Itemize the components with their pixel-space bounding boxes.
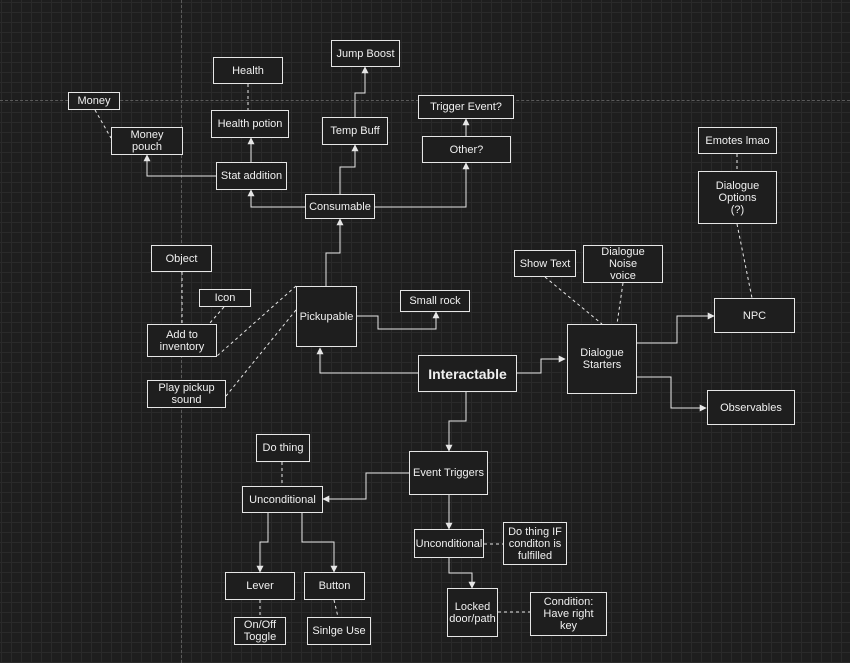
- node-dialogue-starters-label: Dialogue Starters: [580, 347, 624, 371]
- node-pickupable[interactable]: Pickupable: [296, 286, 357, 347]
- node-dialogue-options-label: Dialogue Options (?): [715, 179, 760, 216]
- edge-events-uncond-left: [322, 472, 409, 503]
- node-small-rock-label: Small rock: [409, 295, 461, 307]
- dashed-showtext: [544, 276, 603, 325]
- node-object[interactable]: Object: [151, 245, 212, 272]
- node-emotes-label: Emotes lmao: [705, 134, 770, 147]
- node-temp-buff[interactable]: Temp Buff: [322, 117, 388, 145]
- node-event-triggers-label: Event Triggers: [413, 467, 484, 479]
- edge-pickupable-rock: [357, 311, 440, 330]
- node-show-text-label: Show Text: [519, 257, 571, 270]
- node-npc[interactable]: NPC: [714, 298, 795, 333]
- node-stat-addition[interactable]: Stat addition: [216, 162, 287, 190]
- node-add-to-inventory[interactable]: Add to inventory: [147, 324, 217, 357]
- edge-tempbuff-jump: [354, 66, 369, 117]
- node-money[interactable]: Money: [68, 92, 120, 110]
- node-observables[interactable]: Observables: [707, 390, 795, 425]
- node-consumable-label: Consumable: [309, 200, 371, 213]
- node-health-potion-label: Health potion: [217, 118, 283, 130]
- node-condition-label: Condition: Have right key: [543, 596, 594, 632]
- node-money-label: Money: [77, 95, 111, 107]
- node-unconditional-right[interactable]: Unconditional: [414, 529, 484, 558]
- node-add-to-inventory-label: Add to inventory: [159, 328, 205, 353]
- node-other-label: Other?: [449, 143, 484, 156]
- edge-interactable-events: [445, 392, 467, 452]
- node-do-thing-label: Do thing: [262, 442, 304, 454]
- node-condition[interactable]: Condition: Have right key: [530, 592, 607, 636]
- node-do-thing-if[interactable]: Do thing IF conditon is fulfilled: [503, 522, 567, 565]
- edge-pickupable-consumable: [325, 218, 344, 286]
- node-interactable-label: Interactable: [428, 365, 507, 382]
- dashed-icon: [208, 306, 225, 325]
- node-event-triggers[interactable]: Event Triggers: [409, 451, 488, 495]
- node-unconditional-right-label: Unconditional: [415, 537, 483, 550]
- node-money-pouch[interactable]: Money pouch: [111, 127, 183, 155]
- edge-uncond-locked: [448, 558, 476, 589]
- dashed-noise: [616, 282, 624, 325]
- node-locked-door[interactable]: Locked door/path: [447, 588, 498, 637]
- node-play-pickup-sound[interactable]: Play pickup sound: [147, 380, 226, 408]
- node-dialogue-noise-label: Dialogue Noise voice: [601, 246, 645, 282]
- node-health-potion[interactable]: Health potion: [211, 110, 289, 138]
- dashed-money: [94, 109, 112, 139]
- node-temp-buff-label: Temp Buff: [330, 125, 380, 137]
- node-lever-label: Lever: [246, 580, 274, 592]
- node-single-use[interactable]: Sinlge Use: [307, 617, 371, 645]
- dashed-pickup-sound: [225, 309, 297, 397]
- node-do-thing[interactable]: Do thing: [256, 434, 310, 462]
- node-trigger-event[interactable]: Trigger Event?: [418, 95, 514, 119]
- node-single-use-label: Sinlge Use: [312, 625, 366, 637]
- node-trigger-event-label: Trigger Event?: [430, 101, 502, 113]
- node-button-label: Button: [318, 580, 351, 592]
- node-other[interactable]: Other?: [422, 136, 511, 163]
- edge-uncond-lever: [256, 513, 269, 573]
- node-on-off-toggle[interactable]: On/Off Toggle: [234, 617, 286, 645]
- edge-uncond-button: [301, 513, 338, 573]
- node-icon[interactable]: Icon: [199, 289, 251, 307]
- edge-dialogue-observables: [637, 376, 707, 412]
- node-pickupable-label: Pickupable: [299, 310, 354, 323]
- node-play-pickup-sound-label: Play pickup sound: [158, 382, 215, 406]
- edge-consumable-stat: [247, 189, 305, 208]
- node-object-label: Object: [165, 252, 198, 265]
- node-unconditional-left-label: Unconditional: [249, 493, 316, 506]
- node-health-label: Health: [232, 64, 264, 77]
- node-show-text[interactable]: Show Text: [514, 250, 576, 277]
- node-dialogue-options[interactable]: Dialogue Options (?): [698, 171, 777, 224]
- node-dialogue-starters[interactable]: Dialogue Starters: [567, 324, 637, 394]
- dashed-singleuse: [333, 599, 339, 618]
- node-jump-boost[interactable]: Jump Boost: [331, 40, 400, 67]
- node-emotes[interactable]: Emotes lmao: [698, 127, 777, 154]
- edge-consumable-other: [375, 162, 470, 208]
- node-health[interactable]: Health: [213, 57, 283, 84]
- edge-interactable-dialogue: [517, 355, 566, 374]
- node-observables-label: Observables: [720, 401, 782, 414]
- node-on-off-toggle-label: On/Off Toggle: [243, 619, 277, 643]
- node-stat-addition-label: Stat addition: [220, 170, 283, 182]
- dashed-options: [736, 223, 753, 299]
- node-do-thing-if-label: Do thing IF conditon is fulfilled: [508, 525, 562, 562]
- node-lever[interactable]: Lever: [225, 572, 295, 600]
- node-button[interactable]: Button: [304, 572, 365, 600]
- node-icon-label: Icon: [214, 292, 236, 304]
- node-locked-door-label: Locked door/path: [449, 600, 496, 625]
- edge-dialogue-npc: [637, 312, 715, 344]
- node-small-rock[interactable]: Small rock: [400, 290, 470, 312]
- node-interactable[interactable]: Interactable: [418, 355, 517, 392]
- edge-stat-pouch: [143, 154, 216, 177]
- node-unconditional-left[interactable]: Unconditional: [242, 486, 323, 513]
- node-money-pouch-label: Money pouch: [130, 129, 164, 153]
- edge-interactable-pickupable: [316, 347, 418, 374]
- node-consumable[interactable]: Consumable: [305, 194, 375, 219]
- edge-consumable-tempbuff: [339, 144, 359, 194]
- node-jump-boost-label: Jump Boost: [336, 47, 395, 60]
- node-npc-label: NPC: [742, 309, 767, 322]
- node-dialogue-noise[interactable]: Dialogue Noise voice: [583, 245, 663, 283]
